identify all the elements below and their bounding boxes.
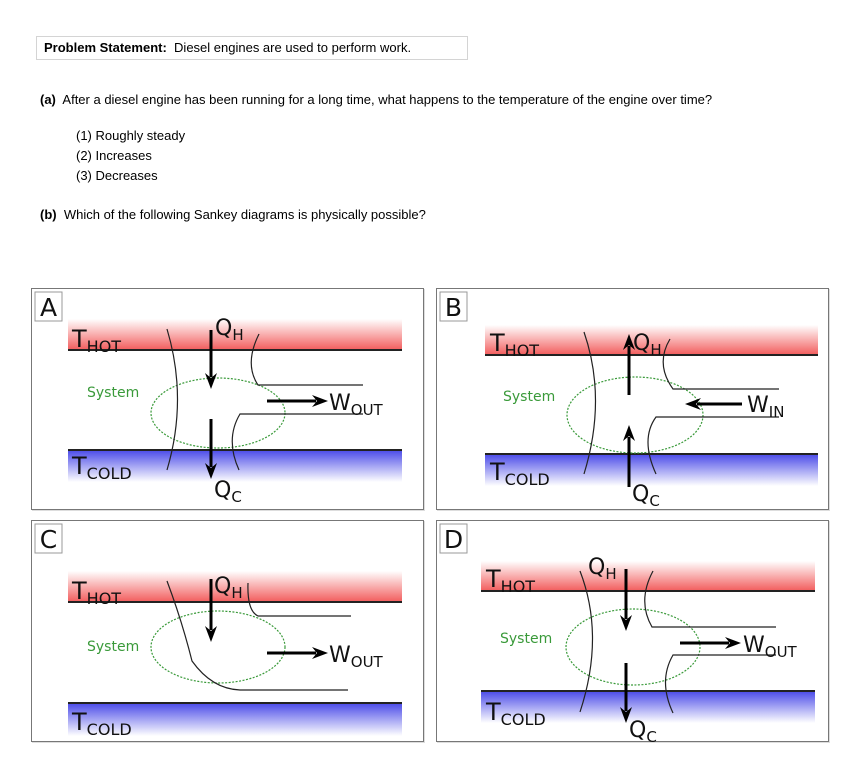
panel-label-box bbox=[439, 523, 468, 554]
work-in-arrow bbox=[685, 398, 742, 410]
flow-boundary-left bbox=[579, 570, 594, 713]
system-boundary bbox=[150, 610, 286, 684]
flow-boundary-work-lower bbox=[231, 413, 363, 471]
t-hot-label: THOT bbox=[71, 325, 121, 356]
t-cold-label: TCOLD bbox=[489, 458, 550, 489]
hot-reservoir bbox=[68, 571, 402, 602]
q-hot-label: QH bbox=[214, 574, 243, 602]
q-hot-label: QH bbox=[633, 331, 662, 359]
flow-boundary-left bbox=[583, 331, 597, 475]
problem-statement-label: Problem Statement: bbox=[44, 40, 167, 55]
cold-reservoir bbox=[481, 691, 815, 723]
q-cold-label: QC bbox=[632, 482, 660, 510]
cold-reservoir bbox=[68, 703, 402, 736]
sankey-panel-a: A THOT TCOLD System QH QC WOUT bbox=[31, 288, 424, 510]
q-hot-arrow bbox=[205, 330, 217, 389]
question-a-text: After a diesel engine has been running f… bbox=[62, 92, 713, 107]
work-out-arrow bbox=[267, 647, 328, 659]
panel-label: D bbox=[444, 525, 463, 554]
flow-boundary-work-upper bbox=[250, 333, 363, 386]
flow-boundary-work-upper bbox=[644, 570, 776, 628]
q-hot-arrow bbox=[623, 334, 635, 395]
t-hot-label: THOT bbox=[485, 565, 535, 596]
cold-reservoir bbox=[68, 450, 402, 482]
system-boundary bbox=[150, 377, 286, 449]
sankey-panel-b: B THOT TCOLD System QH QC WIN bbox=[436, 288, 829, 510]
work-out-label: WOUT bbox=[329, 391, 384, 419]
q-cold-label: QC bbox=[214, 478, 242, 506]
flow-boundary-left bbox=[166, 580, 348, 691]
question-b: (b) Which of the following Sankey diagra… bbox=[40, 207, 426, 222]
hot-reservoir bbox=[481, 561, 815, 591]
question-a-label: (a) bbox=[40, 92, 56, 107]
question-b-text: Which of the following Sankey diagrams i… bbox=[63, 207, 426, 222]
cold-reservoir bbox=[485, 454, 818, 486]
panel-label: B bbox=[445, 293, 462, 322]
flow-boundary-work-lower bbox=[664, 654, 776, 714]
q-cold-arrow bbox=[623, 425, 635, 487]
q-cold-label: QC bbox=[629, 718, 657, 743]
t-hot-label: THOT bbox=[71, 577, 121, 608]
panel-label: A bbox=[40, 293, 57, 322]
work-out-label: WOUT bbox=[743, 633, 798, 661]
panel-label: C bbox=[40, 525, 57, 554]
flow-boundary-work-upper bbox=[662, 338, 779, 390]
work-out-label: WOUT bbox=[329, 643, 384, 671]
q-hot-arrow bbox=[620, 569, 632, 631]
system-label: System bbox=[503, 389, 555, 405]
q-cold-arrow bbox=[620, 663, 632, 723]
system-label: System bbox=[87, 639, 139, 655]
problem-statement: Problem Statement: Diesel engines are us… bbox=[36, 36, 468, 60]
work-in-label: WIN bbox=[747, 393, 784, 421]
option-1: (1) Roughly steady bbox=[76, 128, 186, 143]
system-boundary bbox=[565, 608, 701, 686]
t-cold-label: TCOLD bbox=[485, 698, 546, 729]
q-hot-label: QH bbox=[588, 555, 617, 583]
flow-boundary-left bbox=[166, 328, 179, 471]
panel-label-box bbox=[34, 291, 63, 322]
q-hot-arrow bbox=[205, 579, 217, 642]
option-3: (3) Decreases bbox=[76, 168, 158, 183]
q-hot-label: QH bbox=[215, 316, 244, 344]
problem-statement-text: Diesel engines are used to perform work. bbox=[174, 40, 412, 55]
flow-boundary-work-lower bbox=[647, 416, 779, 475]
work-out-arrow bbox=[680, 637, 741, 649]
t-cold-label: TCOLD bbox=[71, 708, 132, 739]
option-2: (2) Increases bbox=[76, 148, 152, 163]
system-boundary bbox=[566, 376, 704, 454]
q-cold-arrow bbox=[205, 419, 217, 479]
t-cold-label: TCOLD bbox=[71, 452, 132, 483]
question-b-label: (b) bbox=[40, 207, 57, 222]
panel-label-box bbox=[34, 523, 63, 554]
sankey-panel-d: D THOT TCOLD System QH QC WOUT bbox=[436, 520, 829, 743]
work-out-arrow bbox=[267, 395, 328, 407]
hot-reservoir bbox=[485, 325, 818, 355]
system-label: System bbox=[500, 631, 552, 647]
question-a: (a) After a diesel engine has been runni… bbox=[40, 92, 712, 107]
panel-label-box bbox=[439, 291, 468, 322]
sankey-panel-c: C THOT TCOLD System QH WOUT bbox=[31, 520, 424, 742]
system-label: System bbox=[87, 385, 139, 401]
flow-boundary-work-upper bbox=[247, 582, 351, 617]
t-hot-label: THOT bbox=[489, 329, 539, 360]
hot-reservoir bbox=[68, 319, 402, 350]
